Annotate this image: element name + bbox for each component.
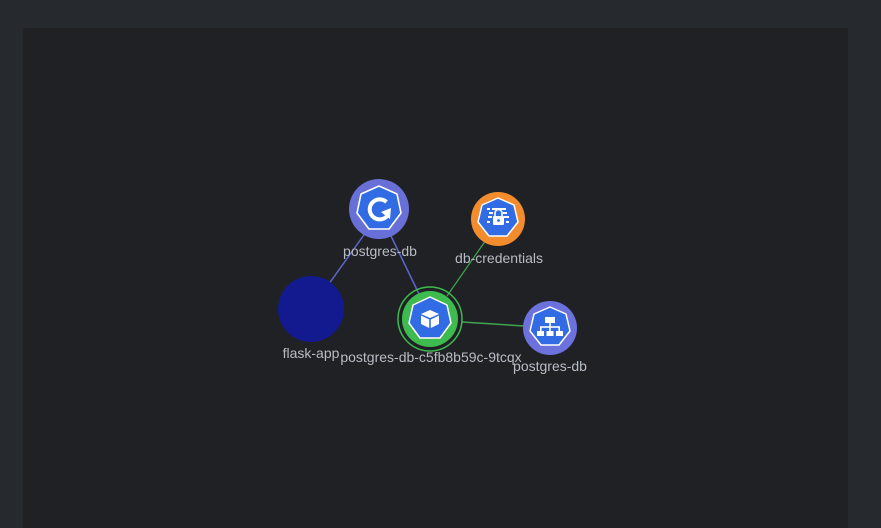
service-network-icon bbox=[537, 317, 563, 336]
node-deployment-postgres-db[interactable] bbox=[349, 179, 409, 239]
node-service-postgres-db[interactable] bbox=[523, 301, 577, 355]
edge-deployment-flask-app bbox=[325, 231, 367, 289]
node-secret-db-credentials[interactable] bbox=[471, 192, 525, 246]
edge-pod-service bbox=[461, 321, 525, 327]
deployment-rotate-icon bbox=[367, 197, 391, 222]
edge-deployment-pod bbox=[390, 235, 420, 295]
deployment-icon bbox=[356, 185, 402, 230]
label-flask-app: flask-app bbox=[282, 345, 340, 361]
secret-lock-icon bbox=[487, 208, 509, 225]
pod-cube-icon bbox=[421, 310, 439, 328]
graph-canvas[interactable] bbox=[23, 28, 848, 528]
node-flask-app[interactable] bbox=[278, 276, 344, 342]
node-pod-postgres-db[interactable] bbox=[397, 286, 463, 352]
label-service: postgres-db bbox=[513, 358, 587, 374]
selection-ring bbox=[397, 286, 463, 352]
label-deployment: postgres-db bbox=[343, 243, 417, 259]
label-secret: db-credentials bbox=[455, 250, 543, 266]
edge-secret-pod bbox=[446, 239, 487, 297]
label-pod: postgres-db-c5fb8b59c-9tcqx bbox=[340, 349, 522, 365]
